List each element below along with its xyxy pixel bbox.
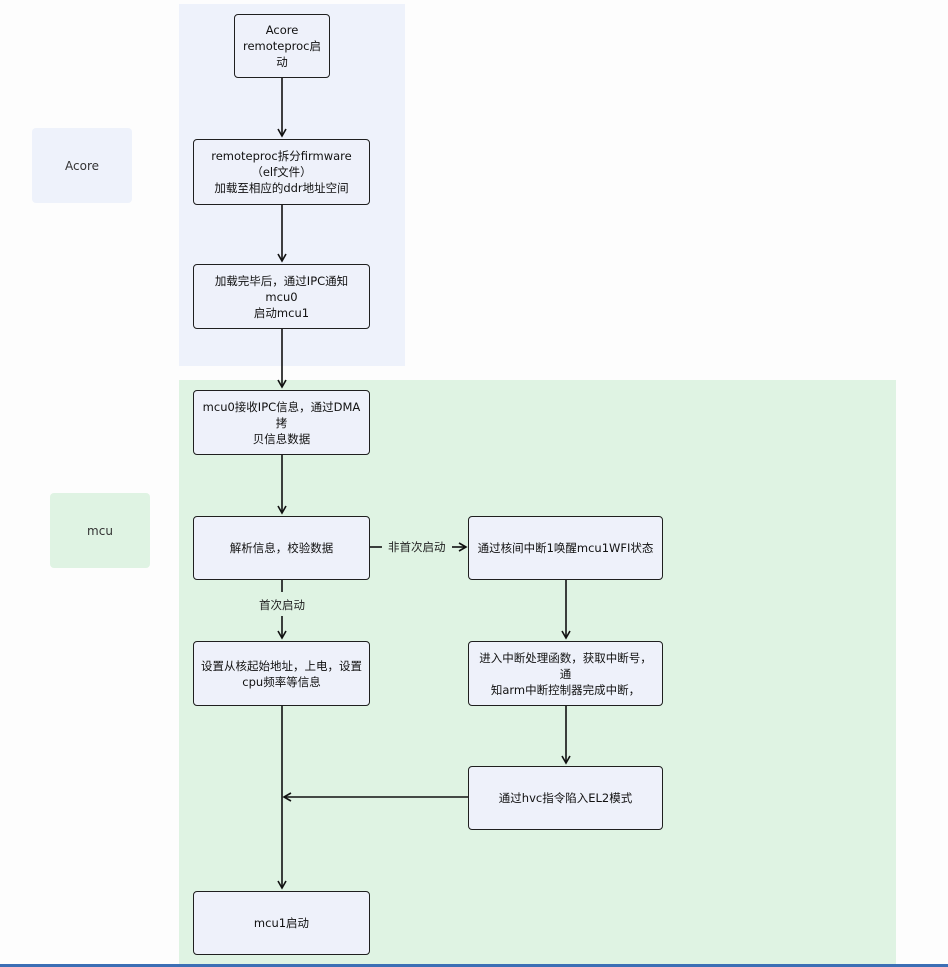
acore-lane-label: Acore [32, 128, 132, 203]
node-parse-and-verify: 解析信息，校验数据 [193, 516, 370, 580]
node-mcu0-receive-ipc: mcu0接收IPC信息，通过DMA拷 贝信息数据 [193, 390, 370, 455]
edge-label-not-first-boot: 非首次启动 [388, 540, 446, 554]
node-remoteproc-split-firmware: remoteproc拆分firmware （elf文件） 加载至相应的ddr地址… [193, 139, 370, 205]
node-hvc-enter-el2: 通过hvc指令陷入EL2模式 [468, 766, 663, 830]
node-set-slave-core-address: 设置从核起始地址，上电，设置 cpu频率等信息 [193, 641, 370, 706]
node-interrupt-handler: 进入中断处理函数，获取中断号，通 知arm中断控制器完成中断， [468, 641, 663, 706]
node-acore-remoteproc-start: Acore remoteproc启动 [234, 14, 330, 78]
node-wake-mcu1-wfi: 通过核间中断1唤醒mcu1WFI状态 [468, 516, 663, 580]
mcu-lane-label: mcu [50, 493, 150, 568]
edge-label-first-boot: 首次启动 [259, 598, 305, 612]
node-mcu1-start: mcu1启动 [193, 891, 370, 955]
node-ipc-notify-mcu0: 加载完毕后，通过IPC通知mcu0 启动mcu1 [193, 264, 370, 329]
bottom-border [0, 964, 948, 967]
